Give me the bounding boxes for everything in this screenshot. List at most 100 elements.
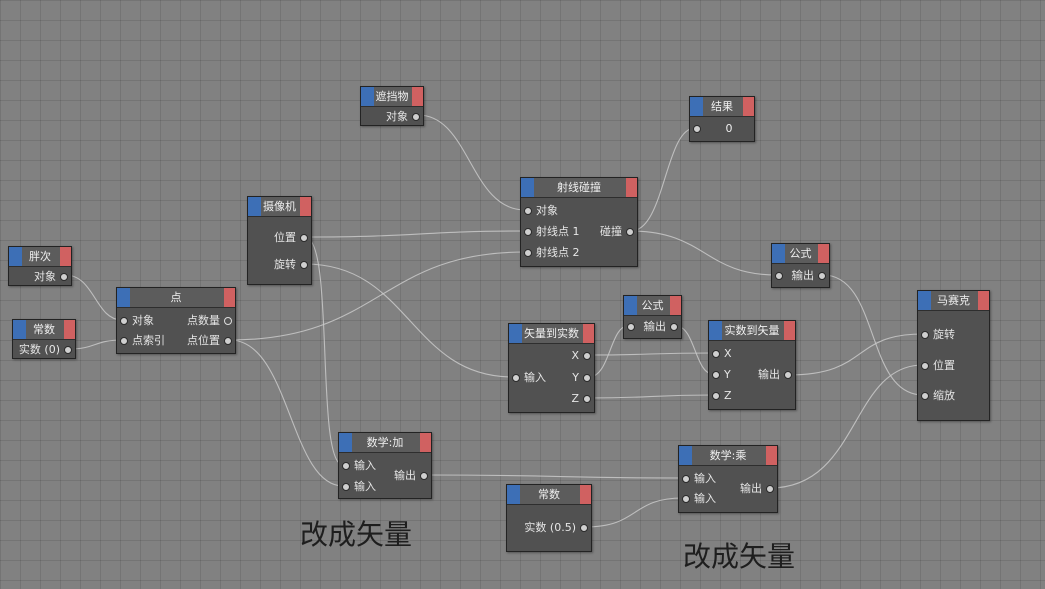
port-out-y[interactable]: Y — [572, 368, 594, 388]
node-constant-half[interactable]: 常数 实数 (0.5) — [506, 484, 592, 552]
port-out-rotation[interactable]: 旋转 — [274, 255, 311, 275]
port-in-input-2[interactable]: 输入 — [339, 477, 376, 497]
port-in-x[interactable]: X — [709, 344, 732, 364]
port-out-formula[interactable]: 输出 — [644, 317, 681, 337]
node-formula-mid[interactable]: 公式 ⋮ 输出 — [623, 295, 682, 339]
node-fatten[interactable]: 胖次 对象 — [8, 246, 72, 286]
output-tab[interactable] — [580, 485, 591, 504]
port-dot[interactable] — [921, 331, 929, 339]
node-header[interactable]: 常数 — [507, 485, 591, 505]
port-in-position[interactable]: 位置 — [918, 356, 955, 376]
node-header[interactable]: 实数到矢量 — [709, 321, 795, 341]
port-dot[interactable] — [64, 346, 72, 354]
output-tab[interactable] — [224, 288, 235, 307]
port-dot[interactable] — [682, 495, 690, 503]
input-tab[interactable] — [624, 296, 637, 315]
port-dot[interactable] — [712, 392, 720, 400]
node-mosaic[interactable]: 马赛克 旋转 位置 缩放 — [917, 290, 990, 421]
port-dot[interactable] — [224, 317, 232, 325]
input-tab[interactable] — [772, 244, 785, 263]
node-reals-to-vector[interactable]: 实数到矢量 X Y Z 输出 — [708, 320, 796, 410]
port-out-z[interactable]: Z — [571, 389, 594, 409]
port-dot[interactable] — [626, 228, 634, 236]
port-out-position[interactable]: 位置 — [274, 228, 311, 248]
node-header[interactable]: 数学:加 — [339, 433, 431, 453]
port-dot[interactable] — [766, 485, 774, 493]
port-dot[interactable] — [784, 371, 792, 379]
port-out-output[interactable]: 输出 — [740, 479, 777, 499]
port-in-input-2[interactable]: 输入 — [679, 489, 716, 509]
port-dot[interactable] — [524, 249, 532, 257]
port-out-collision[interactable]: 碰撞 — [600, 222, 637, 242]
port-out-real[interactable]: 实数 (0) — [19, 340, 75, 360]
node-point[interactable]: 点 对象 点索引 点数量 点位置 — [116, 287, 236, 354]
port-dot[interactable] — [583, 352, 591, 360]
output-tab[interactable] — [412, 87, 423, 106]
node-header[interactable]: 马赛克 — [918, 291, 989, 311]
port-out-output[interactable]: 输出 — [394, 466, 431, 486]
node-header[interactable]: 数学:乘 — [679, 446, 777, 466]
port-dot[interactable] — [120, 337, 128, 345]
input-tab[interactable] — [509, 324, 522, 343]
port-out-object[interactable]: 对象 — [386, 107, 423, 127]
node-header[interactable]: 射线碰撞 — [521, 178, 637, 198]
node-vector-to-reals[interactable]: 矢量到实数 输入 X Y Z — [508, 323, 595, 413]
node-result[interactable]: 结果 0 — [689, 96, 755, 142]
node-math-multiply[interactable]: 数学:乘 输入 输入 输出 — [678, 445, 778, 513]
input-tab[interactable] — [117, 288, 130, 307]
port-dot[interactable] — [412, 113, 420, 121]
port-dot[interactable] — [712, 371, 720, 379]
input-tab[interactable] — [9, 247, 22, 266]
input-tab[interactable] — [248, 197, 261, 216]
node-camera[interactable]: 摄像机 位置 旋转 — [247, 196, 312, 285]
output-tab[interactable] — [64, 320, 75, 339]
port-dot[interactable] — [524, 207, 532, 215]
port-in-input-1[interactable]: 输入 — [339, 456, 376, 476]
port-dot[interactable] — [693, 125, 701, 133]
port-dot[interactable] — [670, 323, 678, 331]
port-dot[interactable] — [583, 374, 591, 382]
output-tab[interactable] — [743, 97, 754, 116]
node-header[interactable]: 结果 — [690, 97, 754, 117]
port-in-point-index[interactable]: 点索引 — [117, 331, 165, 351]
input-tab[interactable] — [690, 97, 703, 116]
node-occluder[interactable]: 遮挡物 对象 — [360, 86, 424, 126]
input-tab[interactable] — [507, 485, 520, 504]
port-out-vector[interactable]: 输出 — [758, 365, 795, 385]
port-dot[interactable] — [921, 392, 929, 400]
port-dot[interactable] — [682, 475, 690, 483]
output-tab[interactable] — [978, 291, 989, 310]
port-in-scale[interactable]: 缩放 — [918, 386, 955, 406]
port-in-object[interactable]: 对象 — [521, 201, 558, 221]
port-in-raypoint2[interactable]: 射线点 2 — [521, 243, 580, 263]
port-dot[interactable] — [524, 228, 532, 236]
port-dot[interactable] — [300, 234, 308, 242]
port-dot[interactable] — [580, 524, 588, 532]
port-dot[interactable] — [921, 362, 929, 370]
port-in-formula[interactable]: ⋮ — [772, 266, 801, 286]
port-in-y[interactable]: Y — [709, 365, 731, 385]
port-dot[interactable] — [775, 272, 783, 280]
node-header[interactable]: 矢量到实数 — [509, 324, 594, 344]
port-dot[interactable] — [342, 483, 350, 491]
output-tab[interactable] — [60, 247, 71, 266]
input-tab[interactable] — [13, 320, 26, 339]
port-dot[interactable] — [712, 350, 720, 358]
node-header[interactable]: 胖次 — [9, 247, 71, 267]
port-in-raypoint1[interactable]: 射线点 1 — [521, 222, 580, 242]
node-ray-collision[interactable]: 射线碰撞 对象 射线点 1 射线点 2 碰撞 — [520, 177, 638, 267]
input-tab[interactable] — [709, 321, 722, 340]
port-in-rotation[interactable]: 旋转 — [918, 325, 955, 345]
port-dot[interactable] — [627, 323, 635, 331]
port-dot[interactable] — [60, 273, 68, 281]
port-dot[interactable] — [120, 317, 128, 325]
input-tab[interactable] — [361, 87, 374, 106]
input-tab[interactable] — [679, 446, 692, 465]
output-tab[interactable] — [818, 244, 829, 263]
output-tab[interactable] — [626, 178, 637, 197]
input-tab[interactable] — [521, 178, 534, 197]
port-out-point-count[interactable]: 点数量 — [187, 311, 235, 331]
port-in-value[interactable] — [690, 119, 705, 139]
port-dot[interactable] — [420, 472, 428, 480]
port-out-object[interactable]: 对象 — [34, 267, 71, 287]
